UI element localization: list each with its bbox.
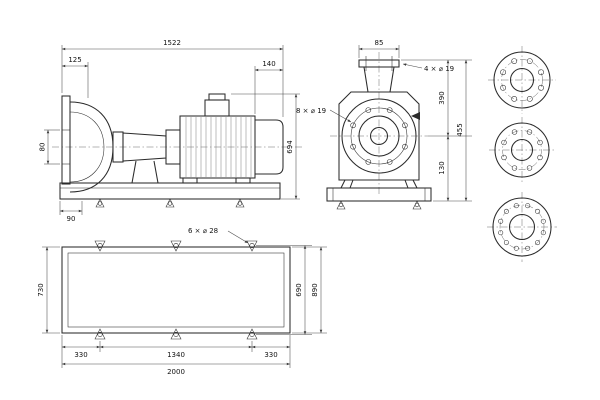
suction-bolt-holes <box>350 107 408 165</box>
side-view: 1522 125 140 80 90 694 <box>39 39 302 223</box>
callout-anchor-holes: 6 × ⌀ 28 <box>188 227 218 235</box>
surface-finish-mark <box>411 112 420 120</box>
flange-middle-holes <box>501 129 543 171</box>
dim-suction-bore: 80 <box>39 143 47 152</box>
flange-view-middle <box>489 117 555 183</box>
anchor-holes-top <box>94 240 258 252</box>
dim-outer-span-width: 890 <box>311 283 319 296</box>
motor-foot-front <box>182 177 198 184</box>
dim-base-edge-offset: 90 <box>67 215 76 223</box>
dim-fan-cover-length: 140 <box>262 60 275 68</box>
suction-bore <box>369 126 389 146</box>
dim-total-height-side: 694 <box>286 140 294 154</box>
dim-suction-flange-offset: 125 <box>68 56 81 64</box>
fan-cover <box>255 119 284 175</box>
front-view-dimensions: 85 4 × ⌀ 19 8 × ⌀ 19 390 130 455 <box>296 39 472 202</box>
flange-top-holes <box>500 58 544 102</box>
dim-plate-width: 730 <box>37 283 45 296</box>
plan-view: 6 × ⌀ 28 730 690 890 330 1340 330 2000 <box>37 227 327 376</box>
dim-hole-span-width: 690 <box>295 283 303 296</box>
side-view-dimensions: 1522 125 140 80 90 694 <box>39 39 300 223</box>
front-view-geometry <box>326 52 432 210</box>
dim-plate-length: 2000 <box>167 368 185 376</box>
dim-axis-to-base: 130 <box>438 161 446 174</box>
flange-bottom-holes <box>498 203 546 251</box>
dim-overall-length: 1522 <box>163 39 181 47</box>
discharge-flange <box>358 59 400 68</box>
baseplate-outline <box>61 246 291 334</box>
terminal-box <box>204 99 230 117</box>
bearing-foot <box>131 160 159 184</box>
raised-face <box>358 115 400 157</box>
dim-hole-span-length: 1340 <box>167 351 185 359</box>
anchor-marks-front <box>336 200 422 210</box>
dim-hole-end-right: 330 <box>264 351 277 359</box>
dim-discharge-flange-width: 85 <box>375 39 384 47</box>
plan-view-geometry <box>61 240 291 340</box>
dim-overall-height: 455 <box>456 123 464 136</box>
casing-feet <box>340 179 418 189</box>
plan-view-dimensions: 6 × ⌀ 28 730 690 890 330 1340 330 2000 <box>37 227 327 376</box>
terminal-box-cap <box>208 93 226 101</box>
callout-discharge-holes: 4 × ⌀ 19 <box>424 65 454 73</box>
callout-suction-holes: 8 × ⌀ 19 <box>296 107 326 115</box>
suction-flange-od <box>341 98 417 174</box>
baseplate-front <box>326 187 432 202</box>
front-view: 85 4 × ⌀ 19 8 × ⌀ 19 390 130 455 <box>296 39 472 210</box>
flange-view-bottom <box>487 192 557 262</box>
dim-axis-to-flange-top: 390 <box>438 91 446 104</box>
side-view-geometry <box>52 93 302 208</box>
motor-fins <box>185 117 252 177</box>
casing-outline <box>338 91 420 181</box>
anchor-holes-bottom <box>94 328 258 340</box>
bolt-circle <box>350 107 408 165</box>
anchor-marks-side <box>95 198 245 208</box>
dim-hole-end-left: 330 <box>74 351 87 359</box>
flange-view-top <box>488 46 556 114</box>
suction-flange <box>61 95 71 185</box>
motor-foot-rear <box>235 177 251 184</box>
baseplate-side <box>59 182 281 200</box>
